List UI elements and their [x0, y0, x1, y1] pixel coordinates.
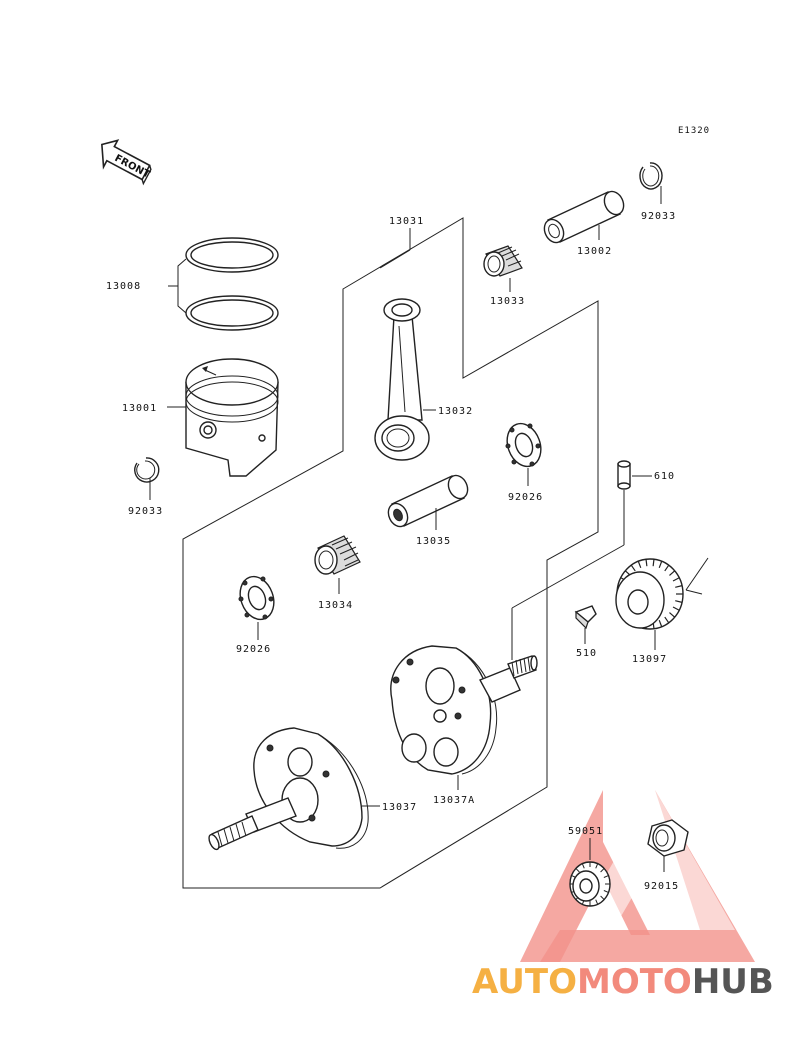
label-13037A: 13037A: [433, 795, 475, 806]
watermark-moto: MOTO: [577, 962, 692, 1002]
circlip-right: [639, 162, 663, 190]
piston-pin: [543, 190, 625, 244]
thrust-washer-left: [238, 575, 275, 621]
crank-half-left: [208, 727, 369, 851]
thrust-washer-right: [505, 422, 542, 468]
front-arrow-icon: FRONT: [101, 139, 152, 186]
label-13032: 13032: [438, 406, 473, 417]
big-end-bearing: [314, 535, 361, 575]
diagram-ref: E1320: [678, 126, 710, 136]
label-13031: 13031: [389, 216, 424, 227]
nut: [647, 819, 689, 857]
small-end-bearing: [483, 245, 523, 277]
label-13034: 13034: [318, 600, 353, 611]
label-13033: 13033: [490, 296, 525, 307]
label-92015: 92015: [644, 881, 679, 892]
label-510: 510: [576, 648, 597, 659]
connecting-rod: [374, 298, 430, 461]
label-59051: 59051: [568, 826, 603, 837]
circlip-left: [134, 457, 160, 483]
crank-pin: [387, 474, 469, 528]
label-13097: 13097: [632, 654, 667, 665]
label-92026-right: 92026: [508, 492, 543, 503]
label-92033-right: 92033: [641, 211, 676, 222]
primary-gear: [615, 557, 709, 630]
label-13002: 13002: [577, 246, 612, 257]
watermark-hub: HUB: [692, 962, 774, 1002]
watermark-text: AUTOMOTOHUB: [472, 962, 774, 1002]
watermark-auto: AUTO: [472, 962, 577, 1002]
small-gear: [569, 861, 611, 907]
group-outline: [182, 217, 599, 889]
label-92026-left: 92026: [236, 644, 271, 655]
label-92033-left: 92033: [128, 506, 163, 517]
piston: [185, 358, 279, 477]
dowel-pin: [617, 460, 631, 490]
crank-half-right: [390, 645, 538, 775]
label-13001: 13001: [122, 403, 157, 414]
label-13035: 13035: [416, 536, 451, 547]
piston-rings: [168, 237, 279, 331]
label-13008: 13008: [106, 281, 141, 292]
woodruff-key: [574, 605, 597, 630]
label-610: 610: [654, 471, 675, 482]
label-13037: 13037: [382, 802, 417, 813]
watermark-logo: [520, 790, 755, 962]
